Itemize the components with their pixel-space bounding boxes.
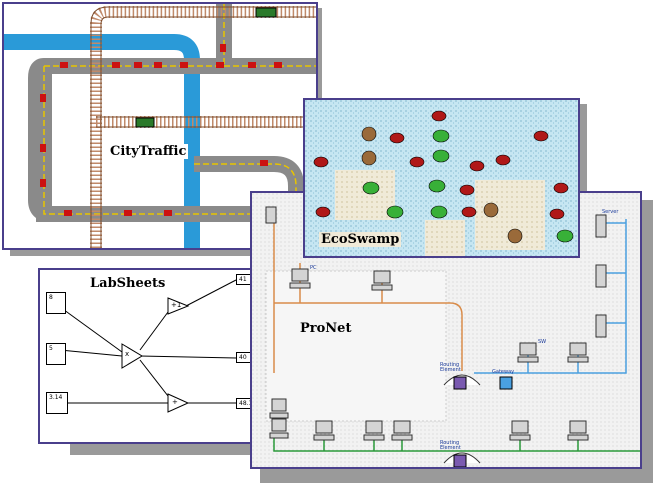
pc-icon[interactable] [313,420,335,441]
pc-icon[interactable] [567,342,589,363]
frog-icon [556,229,574,243]
citytraffic-map[interactable] [4,4,318,250]
operator-label: +1 [171,301,182,309]
operator-label: x [125,350,130,358]
beetle-icon [389,132,405,144]
server-icon[interactable] [595,214,607,238]
pc-icon[interactable] [517,342,539,363]
router-icon[interactable] [443,452,481,467]
pc-icon[interactable] [269,418,289,439]
frog-icon [430,205,448,219]
router-label: Routing Element [440,440,461,451]
frog-icon [432,149,450,163]
pronet-title: ProNet [300,321,352,336]
beetle-icon [549,208,565,220]
turtle-icon [507,228,523,244]
frog-icon [362,181,380,195]
server-icon[interactable] [265,206,277,224]
operator-label: + [172,398,178,406]
server-icon[interactable] [595,264,607,288]
pc-icon[interactable] [289,268,311,289]
pc-icon[interactable] [269,398,289,419]
labsheets-title: LabSheets [90,276,166,291]
gateway-label: Gateway [492,369,515,375]
beetle-icon [459,184,475,196]
frog-icon [386,205,404,219]
frog-icon [428,179,446,193]
turtle-icon [361,150,377,166]
ecoswamp-map[interactable] [305,100,580,258]
input-box[interactable]: 5 [46,343,66,365]
router-label: Routing Element [440,362,461,373]
beetle-icon [533,130,549,142]
node-label: PC [310,265,317,271]
turtle-icon [361,126,377,142]
input-box[interactable]: 3.14 [46,392,68,414]
citytraffic-title: CityTraffic [108,144,189,159]
ecoswamp-title: EcoSwamp [319,232,402,247]
pc-icon[interactable] [567,420,589,441]
pc-icon[interactable] [363,420,385,441]
gateway-icon[interactable] [499,376,513,390]
pc-icon[interactable] [371,270,393,291]
car-group [40,44,296,216]
beetle-icon [431,110,447,122]
beetle-icon [495,154,511,166]
input-box[interactable]: 8 [46,292,66,314]
beetle-icon [469,160,485,172]
server-icon[interactable] [595,314,607,338]
beetle-icon [461,206,477,218]
pronet-network[interactable] [252,193,642,469]
turtle-icon [483,202,499,218]
node-label: Server [602,209,619,215]
pc-icon[interactable] [509,420,531,441]
node-label: SW [538,339,547,345]
beetle-icon [553,182,569,194]
pc-icon[interactable] [391,420,413,441]
labsheets-diagram[interactable] [40,270,270,444]
frog-icon [432,129,450,143]
ecoswamp-panel[interactable]: EcoSwamp [303,98,580,258]
router-icon[interactable] [443,374,481,390]
beetle-icon [313,156,329,168]
labsheets-panel[interactable]: LabSheets 8 5 3.14 +1 x + 41 40 48.14 [38,268,270,444]
beetle-icon [409,156,425,168]
beetle-icon [315,206,331,218]
